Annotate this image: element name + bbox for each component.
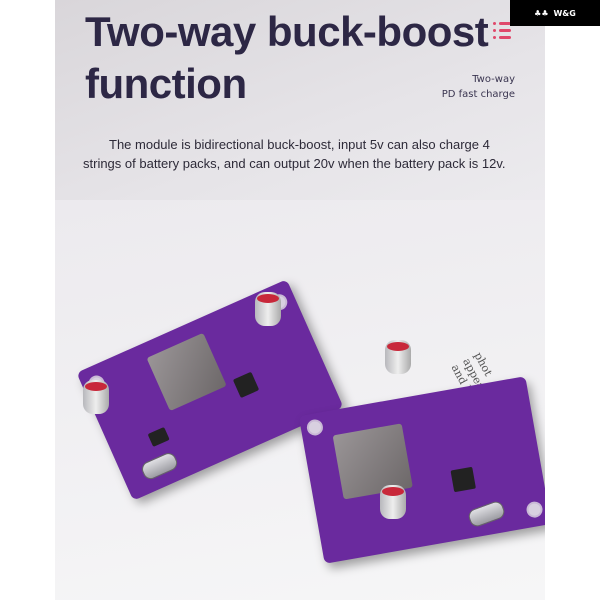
page-title: Two-way buck-boost function bbox=[85, 6, 489, 110]
brand-name: W&G bbox=[553, 8, 576, 18]
usb-c-port bbox=[466, 499, 507, 529]
description-text: The module is bidirectional buck-boost, … bbox=[83, 137, 506, 171]
capacitor bbox=[255, 292, 281, 326]
product-photo: phot appeals to and lifestyle-or Two-way… bbox=[55, 0, 545, 600]
chip bbox=[232, 371, 260, 399]
brand-logo-icon: ♣♣ bbox=[534, 8, 549, 18]
inductor bbox=[146, 332, 227, 412]
usb-c-port bbox=[139, 450, 180, 482]
title-line-2: function bbox=[85, 60, 247, 107]
brand-badge: ♣♣ W&G bbox=[510, 0, 600, 26]
capacitor bbox=[385, 340, 411, 374]
title-line-1: Two-way buck-boost bbox=[85, 8, 489, 55]
subtitle-line-2: PD fast charge bbox=[441, 89, 515, 100]
capacitor bbox=[83, 380, 109, 414]
chip bbox=[147, 426, 170, 447]
capacitor bbox=[380, 485, 406, 519]
mount-hole bbox=[305, 418, 325, 437]
subtitle-line-1: Two-way bbox=[472, 74, 515, 85]
chip bbox=[450, 466, 476, 493]
mount-hole bbox=[525, 500, 544, 519]
list-icon bbox=[493, 22, 511, 40]
subtitle: Two-way PD fast charge bbox=[442, 72, 515, 102]
